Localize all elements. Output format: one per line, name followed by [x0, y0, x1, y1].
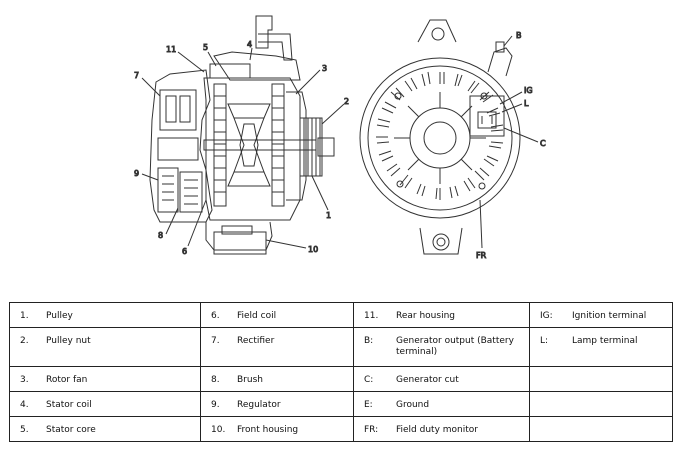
legend-text: Front housing	[237, 425, 299, 435]
legend-number: 7.	[211, 336, 220, 346]
legend-text: Rotor fan	[46, 375, 88, 385]
legend-number: 2.	[20, 336, 29, 346]
legend-text: Generator output (Battery terminal)	[396, 336, 514, 357]
legend-number: 1.	[20, 311, 29, 321]
legend-number: C:	[364, 375, 374, 385]
callout-11: 11	[166, 45, 176, 54]
legend-number: 4.	[20, 400, 29, 410]
legend-cell: 8. Brush	[200, 366, 354, 392]
callout-6: 6	[182, 247, 187, 256]
legend-number: 11.	[364, 311, 379, 321]
callout-L: L	[524, 99, 529, 108]
legend-text: Stator coil	[46, 400, 92, 410]
legend-text: Stator core	[46, 425, 96, 435]
legend-cell: FR: Field duty monitor	[353, 416, 530, 442]
legend-row: 3. Rotor fan 8. Brush C: Generator cut	[9, 366, 673, 392]
legend-row: 5. Stator core 10. Front housing FR: Field …	[9, 416, 673, 442]
callout-7: 7	[134, 71, 139, 80]
legend-cell: 3. Rotor fan	[9, 366, 201, 392]
legend-cell: 10. Front housing	[200, 416, 354, 442]
right-view-callouts: B IG L C FR	[476, 31, 547, 261]
legend-cell: 9. Regulator	[200, 391, 354, 417]
legend-cell: 1. Pulley	[9, 302, 201, 328]
legend-text: Ground	[396, 400, 430, 410]
callout-FR: FR	[476, 251, 487, 260]
legend-text: Pulley nut	[46, 336, 91, 346]
legend-cell: 11. Rear housing	[353, 302, 530, 328]
legend-text: Pulley	[46, 311, 73, 321]
legend-text: Ignition terminal	[572, 311, 647, 321]
callout-8: 8	[158, 231, 163, 240]
legend-number: L:	[540, 336, 549, 346]
legend-number: 5.	[20, 425, 29, 435]
callout-C: C	[540, 139, 546, 148]
legend-cell: E: Ground	[353, 391, 530, 417]
legend-number: 3.	[20, 375, 29, 385]
legend-cell: IG: Ignition terminal	[529, 302, 673, 328]
legend-cell: B: Generator output (Battery terminal)	[353, 327, 530, 367]
legend-number: E:	[364, 400, 373, 410]
callout-9: 9	[134, 169, 139, 178]
callout-5: 5	[203, 43, 208, 52]
callout-IG: IG	[524, 86, 533, 95]
legend-cell	[529, 391, 673, 417]
legend-row: 2. Pulley nut 7. Rectifier B: Generator out…	[9, 327, 673, 367]
callout-1: 1	[326, 211, 331, 220]
left-view-callouts: 11 5 4 7 3 2 9 1 8 6 10	[134, 40, 350, 257]
legend-cell: 5. Stator core	[9, 416, 201, 442]
legend-text: Brush	[237, 375, 263, 385]
legend-text: Field coil	[237, 311, 277, 321]
legend-number: 6.	[211, 311, 220, 321]
legend-number: B:	[364, 336, 374, 346]
legend-text: Lamp terminal	[572, 336, 638, 346]
legend-number: 10.	[211, 425, 226, 435]
parts-legend-table: 1. Pulley 6. Field coil 11. Rear housing IG…	[9, 302, 673, 442]
callout-4: 4	[247, 40, 252, 49]
legend-text: Rectifier	[237, 336, 275, 346]
legend-cell: C: Generator cut	[353, 366, 530, 392]
legend-cell: L: Lamp terminal	[529, 327, 673, 367]
legend-text: Field duty monitor	[396, 425, 478, 435]
legend-number: 8.	[211, 375, 220, 385]
legend-row: 4. Stator coil 9. Regulator E: Ground	[9, 391, 673, 417]
callout-10: 10	[308, 245, 318, 254]
legend-cell	[529, 366, 673, 392]
legend-text: Rear housing	[396, 311, 455, 321]
legend-cell: 7. Rectifier	[200, 327, 354, 367]
legend-cell: 2. Pulley nut	[9, 327, 201, 367]
legend-cell: 6. Field coil	[200, 302, 354, 328]
alternator-figure: 11 5 4 7 3 2 9 1 8 6 10	[134, 15, 547, 261]
legend-number: IG:	[540, 311, 553, 321]
legend-cell: 4. Stator coil	[9, 391, 201, 417]
legend-cell	[529, 416, 673, 442]
alternator-cross-section	[141, 15, 345, 255]
legend-text: Generator cut	[396, 375, 459, 385]
legend-row: 1. Pulley 6. Field coil 11. Rear housing IG…	[9, 302, 673, 328]
alternator-rear-view	[359, 19, 539, 255]
callout-3: 3	[322, 64, 327, 73]
legend-text: Regulator	[237, 400, 281, 410]
legend-number: 9.	[211, 400, 220, 410]
callout-2: 2	[344, 97, 349, 106]
callout-B: B	[516, 31, 522, 40]
legend-number: FR:	[364, 425, 379, 435]
